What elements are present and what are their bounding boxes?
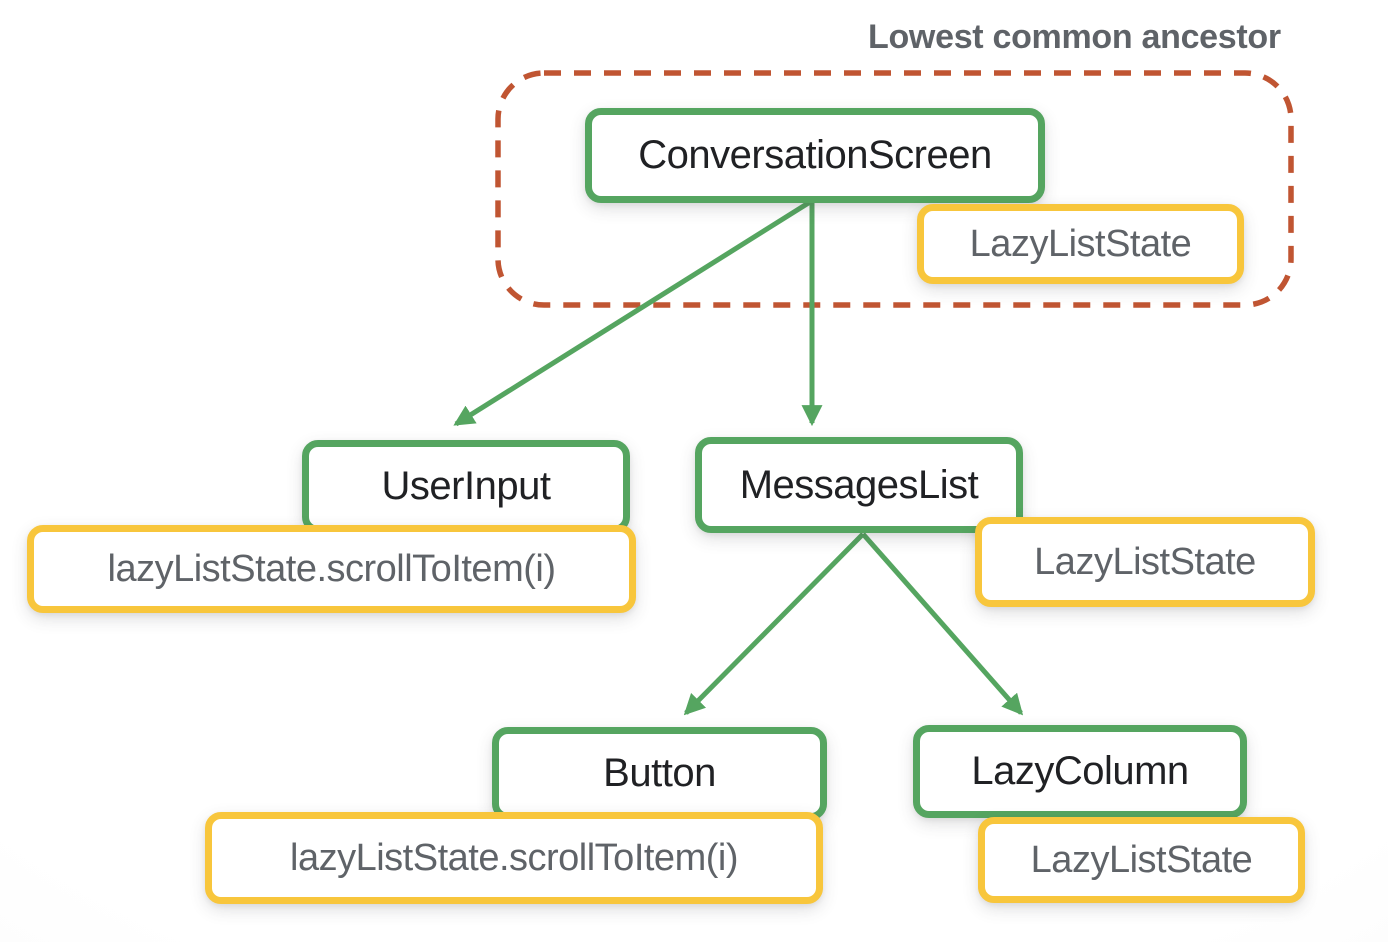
state-box-userinput-label: lazyListState.scrollToItem(i) xyxy=(107,547,556,590)
state-box-lazycolumn-lazyliststate: LazyListState xyxy=(978,817,1305,903)
node-userinput-label: UserInput xyxy=(381,464,551,508)
state-box-userinput-scrolltoitem: lazyListState.scrollToItem(i) xyxy=(27,525,636,613)
node-messageslist-label: MessagesList xyxy=(739,462,979,507)
node-lazycolumn-label: LazyColumn xyxy=(971,749,1189,793)
node-conversationscreen: ConversationScreen xyxy=(585,108,1045,203)
state-box-lazycolumn-label: LazyListState xyxy=(1030,838,1253,881)
state-box-conversationscreen-label: LazyListState xyxy=(969,222,1192,265)
node-lazycolumn: LazyColumn xyxy=(913,725,1247,818)
state-box-conversationscreen-lazyliststate: LazyListState xyxy=(917,204,1244,284)
node-messageslist: MessagesList xyxy=(695,437,1023,533)
state-box-messageslist-label: LazyListState xyxy=(1034,540,1256,583)
state-box-messageslist-lazyliststate: LazyListState xyxy=(975,517,1315,607)
edge-conversationscreen-userinput xyxy=(453,199,812,427)
node-userinput: UserInput xyxy=(302,440,630,533)
node-button: Button xyxy=(492,727,827,820)
edge-messageslist-button xyxy=(683,532,865,716)
lowest-common-ancestor-label: Lowest common ancestor xyxy=(868,18,1281,56)
node-button-label: Button xyxy=(603,751,716,795)
state-box-button-scrolltoitem: lazyListState.scrollToItem(i) xyxy=(205,812,823,904)
node-conversationscreen-label: ConversationScreen xyxy=(638,133,992,177)
state-box-button-label: lazyListState.scrollToItem(i) xyxy=(290,836,738,879)
